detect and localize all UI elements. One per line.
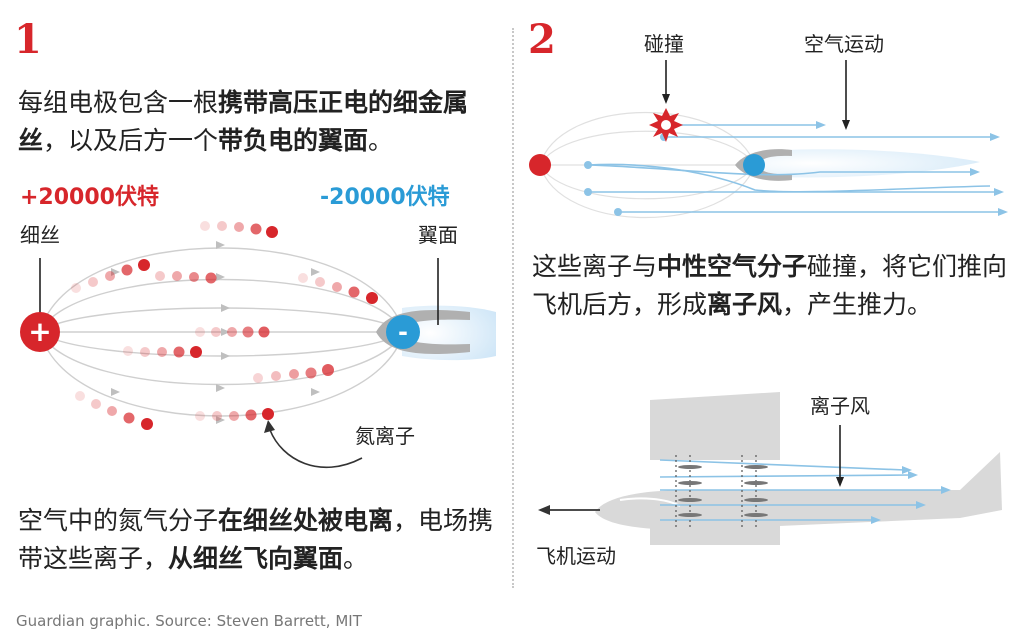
outro-text-1: 空气中的氮气分子 xyxy=(18,506,219,535)
source-credit: Guardian graphic. Source: Steven Barrett… xyxy=(16,612,362,630)
plane-main-wing xyxy=(650,392,780,460)
nitrogen-ion-label: 氮离子 xyxy=(355,424,415,448)
ion-wind-label: 离子风 xyxy=(810,394,870,418)
positive-wire-electrode xyxy=(20,312,60,352)
wing-collector-shell-panel2 xyxy=(735,149,792,181)
electrode-blades xyxy=(678,465,768,517)
field-line xyxy=(39,307,405,333)
outro-text-3: 。 xyxy=(343,544,369,573)
air-molecule xyxy=(584,188,592,196)
ion-trail-5 xyxy=(195,326,270,338)
field-arrow xyxy=(221,352,230,360)
outro-bold-2: 从细丝飞向翼面 xyxy=(168,544,344,573)
p2-bold-2: 离子风 xyxy=(707,290,783,319)
airflow-label: 空气运动 xyxy=(804,32,884,56)
ion-trail-1 xyxy=(200,221,278,238)
ion-trail-8 xyxy=(75,391,153,430)
electric-field-diagram: + - xyxy=(20,221,496,468)
field-arrow xyxy=(216,241,225,249)
p2-bold-1: 中性空气分子 xyxy=(657,252,808,281)
panel1-intro-text: 每组电极包含一根携带高压正电的细金属丝，以及后方一个带负电的翼面。 xyxy=(18,84,508,160)
positive-wire-electrode-panel2 xyxy=(529,154,551,176)
nitrogen-ion xyxy=(190,346,202,358)
intro-text-2: ，以及后方一个 xyxy=(43,126,219,155)
faint-field-lines xyxy=(539,111,756,219)
intro-bold-1: 携带高压正电的细金属丝 xyxy=(18,88,469,155)
field-arrow xyxy=(216,416,225,424)
field-arrow xyxy=(111,268,120,276)
field-arrow xyxy=(221,328,230,336)
field-arrow xyxy=(216,384,225,392)
panel-divider xyxy=(512,28,514,588)
step-number-1: 1 xyxy=(14,16,42,63)
positive-voltage-label: +20000伏特 xyxy=(20,185,159,210)
field-arrow xyxy=(311,268,320,276)
electrode-strips xyxy=(675,455,757,530)
step-number-2: 2 xyxy=(528,16,556,63)
airflow-arrowheads xyxy=(816,121,1008,216)
air-molecules xyxy=(584,121,668,216)
air-molecule xyxy=(614,208,622,216)
panel2-text: 这些离子与中性空气分子碰撞，将它们推向飞机后方，形成离子风，产生推力。 xyxy=(532,248,1010,324)
intro-text-1: 每组电极包含一根 xyxy=(18,88,219,117)
airflow-lines xyxy=(587,124,1002,213)
field-arrow xyxy=(216,273,225,281)
negative-symbol: - xyxy=(398,318,408,346)
ion-trail-3 xyxy=(155,271,217,284)
field-lines xyxy=(39,247,405,417)
ion-trail-7 xyxy=(253,364,334,383)
field-line xyxy=(39,278,405,333)
field-line xyxy=(39,331,405,357)
air-molecule xyxy=(660,121,668,129)
collision-label: 碰撞 xyxy=(644,32,684,56)
plane-lower-wing xyxy=(650,525,780,545)
airflow-line xyxy=(587,164,975,176)
ion-pointer-curve xyxy=(269,429,363,468)
ion-trail-2 xyxy=(71,259,150,293)
p2-text-1: 这些离子与 xyxy=(532,252,658,281)
field-arrow xyxy=(221,304,230,312)
plane-motion-label: 飞机运动 xyxy=(536,544,616,568)
nitrogen-ion xyxy=(262,408,274,420)
ion-trails xyxy=(71,221,378,430)
wing-label: 翼面 xyxy=(418,223,458,247)
ion-trail-9 xyxy=(195,408,274,421)
panel1-outro-text: 空气中的氮气分子在细丝处被电离，电场携带这些离子，从细丝飞向翼面。 xyxy=(18,502,518,578)
p2-text-3: ，产生推力。 xyxy=(782,290,933,319)
ion-pointer-arrowhead xyxy=(264,420,275,433)
wire-label: 细丝 xyxy=(20,223,60,247)
field-arrow xyxy=(311,388,320,396)
intro-bold-2: 带负电的翼面 xyxy=(218,126,369,155)
field-arrows xyxy=(111,241,320,424)
negative-voltage-label: -20000伏特 xyxy=(320,185,450,210)
collision-burst-icon xyxy=(649,108,683,142)
p2-text-2: 碰撞，将它们推向飞机后方，形成 xyxy=(532,252,1008,319)
plane-fuselage xyxy=(595,452,1002,530)
plane-silhouette xyxy=(595,392,1002,545)
field-line xyxy=(39,331,405,386)
ion-wind-arrows xyxy=(659,459,945,521)
airflow-line xyxy=(587,163,991,193)
wing-airfoil-panel2 xyxy=(755,149,980,178)
intro-text-3: 。 xyxy=(368,126,394,155)
field-arrow xyxy=(111,388,120,396)
field-line xyxy=(39,247,405,333)
outro-text-2: ，电场携带这些离子， xyxy=(18,506,494,573)
ion-trail-4 xyxy=(298,273,378,304)
negative-electrode-panel2 xyxy=(743,154,765,176)
nitrogen-ion xyxy=(366,292,378,304)
air-molecule xyxy=(660,133,668,141)
nitrogen-ion xyxy=(266,226,278,238)
negative-electrode xyxy=(386,315,420,349)
field-line xyxy=(39,331,405,417)
nitrogen-ion xyxy=(138,259,150,271)
nitrogen-ion xyxy=(141,418,153,430)
ion-trail-6 xyxy=(123,346,202,358)
positive-symbol: + xyxy=(28,315,51,348)
outro-bold-1: 在细丝处被电离 xyxy=(218,506,394,535)
air-molecule xyxy=(584,161,592,169)
